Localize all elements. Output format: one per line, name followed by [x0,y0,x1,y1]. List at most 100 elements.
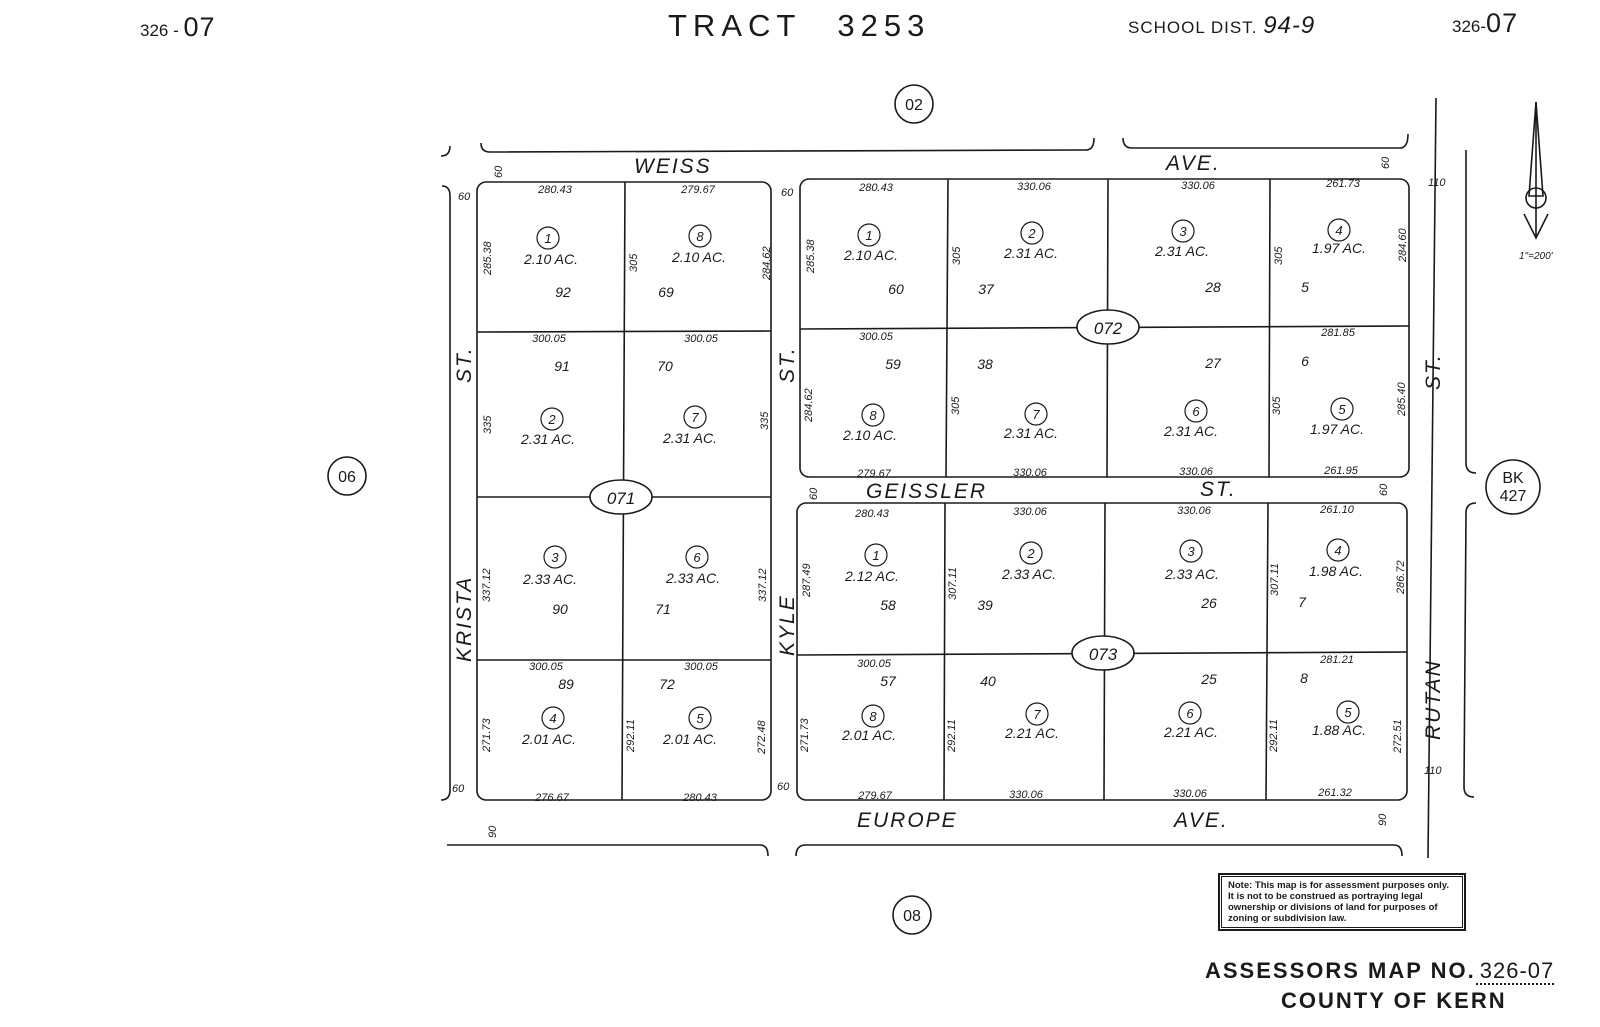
dim: 272.51 [1392,719,1404,754]
parcel-number: 38 [977,356,993,372]
lot-number: 2 [547,412,556,427]
neighbor-map-08-circle [892,895,932,935]
lot-number: 5 [696,711,704,726]
lot-acreage: 2.31 AC. [1163,423,1218,439]
dim: 271.73 [481,717,493,753]
lot-number: 8 [869,709,877,724]
lot-number: 3 [551,550,559,565]
dim: 280.43 [858,182,894,194]
lot-number: 7 [1033,707,1041,722]
street-kyle-st: ST. [776,346,799,383]
block-071-outline [476,181,772,801]
width-europe-east: 90 [1377,813,1389,826]
lot-number: 4 [549,711,556,726]
dim: 271.73 [799,717,811,753]
parcel-number: 28 [1204,279,1221,295]
dim: 300.05 [857,658,892,670]
width-kyle-middle: 60 [808,487,820,500]
tract-label: TRACT [668,8,801,43]
street-europe: EUROPE [857,809,958,832]
parcel-number: 57 [880,673,897,689]
lot-number: 4 [1334,543,1341,558]
dim: 279.67 [857,790,893,802]
left-book-number: 326 [140,21,169,40]
school-district-label: SCHOOL DIST. [1128,18,1258,37]
lot-circle [861,704,885,728]
width-geissler-east: 60 [1378,483,1390,496]
width-rutan-top: 110 [1428,177,1446,189]
street-europe-ave: AVE. [1172,809,1229,832]
assessors-map-value: 326-07 [1475,958,1555,985]
lot-circle [688,706,712,730]
width-weiss-east: 60 [1380,156,1392,169]
street-rutan: RUTAN [1422,659,1445,740]
north-arrow-circle-icon [1525,187,1547,209]
street-krista: KRISTA [453,576,476,662]
parcel-number: 60 [888,281,904,297]
block-071-bubble [589,479,653,515]
lot-acreage: 2.21 AC. [1163,724,1218,740]
block-number-072: 072 [1094,319,1123,338]
dim: 330.06 [1173,788,1208,800]
lot-circle [536,226,560,250]
dim: 292.11 [1268,719,1280,753]
dim: 300.05 [529,661,564,673]
block-073-bubble [1071,635,1135,671]
dim: 330.06 [1177,505,1212,517]
parcel-number: 26 [1200,595,1217,611]
dim: 279.67 [680,184,716,196]
school-district-value: 94-9 [1263,12,1316,39]
dim: 305 [628,253,640,272]
lot-number: 1 [872,548,879,563]
lot-number: 3 [1179,224,1187,239]
dim: 284.62 [803,388,815,423]
lot-number: 2 [1026,546,1035,561]
parcel-number: 25 [1200,671,1217,687]
lot-circle [1327,218,1351,242]
lot-circle [857,223,881,247]
lot-number: 5 [1338,402,1346,417]
street-rutan-st: ST. [1422,353,1445,390]
lot-number: 7 [691,410,699,425]
lot-circle [1178,701,1202,725]
lot-circle [1019,541,1043,565]
parcel-number: 91 [554,358,570,374]
dim: 307.11 [1269,563,1281,596]
tract-number: 3253 [837,8,931,43]
block-number-073: 073 [1089,645,1118,664]
dim: 280.43 [682,792,718,804]
lot-acreage: 2.10 AC. [843,247,898,263]
bk-number: 427 [1500,488,1527,505]
lot-circle [683,405,707,429]
parcel-number: 92 [555,284,571,300]
dim: 272.48 [756,719,768,755]
lot-acreage: 2.10 AC. [671,249,726,265]
street-geissler: GEISSLER [866,480,987,503]
lot-acreage: 1.98 AC. [1309,563,1363,579]
school-district: SCHOOL DIST. 94-9 [1128,12,1315,40]
block-072-bubble [1076,309,1140,345]
dim: 286.72 [1395,560,1407,595]
parcel-number: 72 [659,676,675,692]
parcel-number: 6 [1301,353,1309,369]
dim: 284.60 [1397,227,1409,263]
tract-title: TRACT 3253 [668,8,930,44]
lot-acreage: 2.10 AC. [523,251,578,267]
parcel-number: 71 [655,601,671,617]
lot-circle [1179,539,1203,563]
street-krista-st: ST. [453,346,476,383]
left-page-number: 07 [183,12,216,42]
dim: 261.95 [1323,465,1359,477]
lot-acreage: 1.97 AC. [1312,240,1366,256]
lot-circle [685,545,709,569]
dim: 300.05 [532,333,567,345]
street-weiss-ave: AVE. [1164,152,1221,175]
lot-number: 2 [1027,226,1036,241]
block-072-outline [799,178,1410,478]
lot-acreage: 2.31 AC. [1003,245,1058,261]
lot-circle [540,407,564,431]
neighbor-map-02-circle [894,84,934,124]
width-europe-west: 90 [487,825,499,838]
dim: 307.11 [947,567,959,600]
left-dash: - [168,21,184,40]
